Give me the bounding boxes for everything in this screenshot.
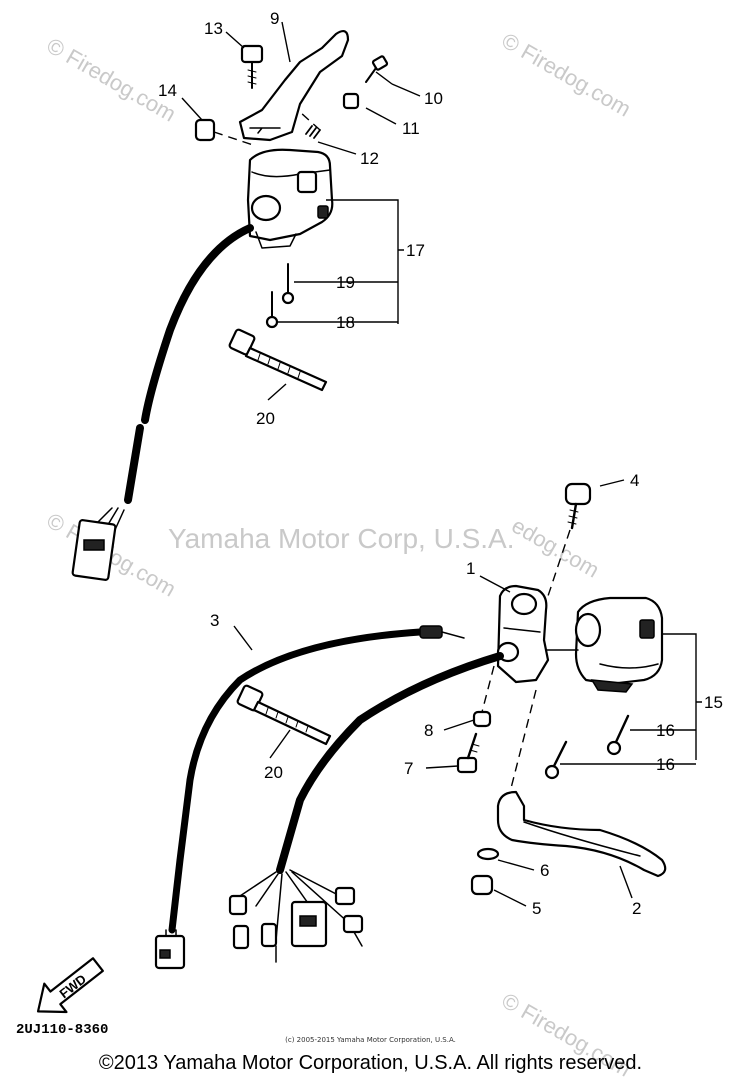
diagram-code: 2UJ110-8360: [16, 1022, 109, 1038]
callout-10: 10: [424, 89, 443, 108]
spring-12: [305, 125, 321, 139]
callout-15: 15: [704, 693, 723, 712]
watermark-center: Yamaha Motor Corp, U.S.A.: [168, 523, 515, 554]
screw-16-a: [606, 714, 630, 756]
screw-18: [265, 291, 279, 329]
bolt-10: [365, 55, 389, 83]
watermark-mid-right: edog.com: [508, 513, 604, 583]
nut-5: [470, 874, 494, 896]
clutch-cable-end: [154, 929, 186, 970]
callout-8: 8: [424, 721, 433, 740]
callout-6: 6: [540, 861, 549, 880]
watermark-layer: © Firedog.com © Firedog.com © Firedog.co…: [43, 28, 636, 1082]
callout-18: 18: [336, 313, 355, 332]
fwd-direction-arrow: FWD: [36, 957, 104, 1014]
cable-tie-lower: [236, 684, 332, 746]
lower-switch: [574, 596, 664, 693]
callout-14: 14: [158, 81, 177, 100]
callout-13: 13: [204, 19, 223, 38]
bolt-4: [564, 482, 592, 530]
lever-holder: [496, 584, 550, 684]
screw-16-b: [544, 740, 568, 780]
callout-4: 4: [630, 471, 639, 490]
callout-17: 17: [406, 241, 425, 260]
callout-numbers: 13 9 14 10 11 12 17 19 18 20 4 1 3 15 16…: [158, 9, 723, 918]
lower-lever: [496, 790, 667, 878]
callout-5: 5: [532, 899, 541, 918]
bolt-7: [456, 732, 480, 774]
nut-11: [342, 92, 360, 110]
upper-switch: [246, 148, 334, 249]
screw-19: [281, 263, 295, 305]
watermark-top-left: © Firedog.com: [43, 33, 181, 127]
upper-cable: [141, 224, 254, 424]
footer-copyright: ©2013 Yamaha Motor Corporation, U.S.A. A…: [98, 1052, 643, 1074]
callout-16-a: 16: [656, 721, 675, 740]
callout-1: 1: [466, 559, 475, 578]
callout-20-lower: 20: [264, 763, 283, 782]
lower-harness-connectors: [228, 869, 364, 963]
washer-6: [476, 847, 500, 861]
callout-11: 11: [402, 119, 420, 138]
upper-connector: [71, 507, 125, 581]
callout-2: 2: [632, 899, 641, 918]
callout-19: 19: [336, 273, 355, 292]
callout-20-upper: 20: [256, 409, 275, 428]
callout-16-b: 16: [656, 755, 675, 774]
watermark-top-right: © Firedog.com: [498, 28, 636, 122]
nut-8: [472, 710, 492, 728]
cable-tie-upper: [228, 328, 328, 392]
bolt-13: [240, 44, 264, 89]
upper-lever: [238, 30, 350, 142]
callout-12: 12: [360, 149, 379, 168]
collar-14: [194, 118, 216, 142]
small-copyright: (c) 2005-2015 Yamaha Motor Corporation, …: [285, 1036, 456, 1044]
callout-7: 7: [404, 759, 413, 778]
callout-9: 9: [270, 9, 279, 28]
callout-3: 3: [210, 611, 219, 630]
